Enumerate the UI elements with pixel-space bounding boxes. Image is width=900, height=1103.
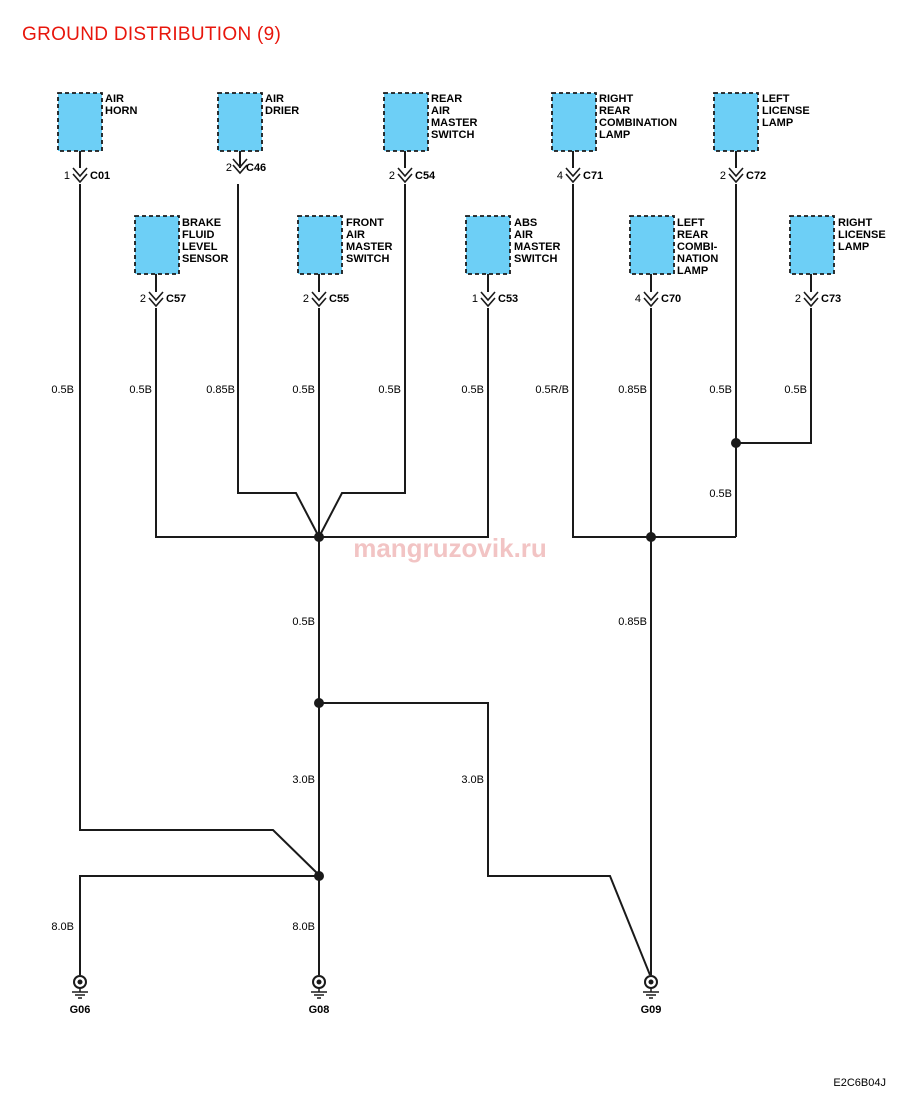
pin-number: 2 bbox=[795, 293, 801, 305]
wires bbox=[79, 184, 812, 976]
connector-icon bbox=[728, 167, 744, 184]
wire-g06 bbox=[79, 875, 319, 975]
wire-label: 0.5B bbox=[51, 384, 74, 396]
wire-label: 3.0B bbox=[461, 774, 484, 786]
ground-label: G06 bbox=[70, 1004, 91, 1016]
ground-label: G08 bbox=[309, 1004, 330, 1016]
wire-label: 0.5B bbox=[129, 384, 152, 396]
connector-id: C53 bbox=[498, 293, 518, 305]
wire-label: 8.0B bbox=[292, 921, 315, 933]
wire-label: 0.5B bbox=[292, 384, 315, 396]
ground-g09: G09 bbox=[641, 975, 662, 1016]
wire-label: 0.5B bbox=[378, 384, 401, 396]
connector-icon bbox=[643, 291, 659, 308]
connector-id: C54 bbox=[415, 170, 436, 182]
wire-c54 bbox=[318, 184, 406, 538]
wire-label: 0.85B bbox=[206, 384, 235, 396]
pin-number: 1 bbox=[64, 170, 70, 182]
wire-label: 0.85B bbox=[618, 384, 647, 396]
ground-g06: G06 bbox=[70, 975, 91, 1016]
wire-c53 bbox=[319, 308, 489, 538]
junction-dot bbox=[731, 438, 741, 448]
connector-symbols bbox=[72, 158, 819, 308]
junction-dot bbox=[314, 532, 324, 542]
connector-icon bbox=[232, 158, 248, 175]
wire-label: 0.5B bbox=[709, 384, 732, 396]
ground-label: G09 bbox=[641, 1004, 662, 1016]
pin-number: 4 bbox=[557, 170, 563, 182]
connector-id: C72 bbox=[746, 170, 766, 182]
connector-icon bbox=[803, 291, 819, 308]
ground-g08: G08 bbox=[309, 975, 330, 1016]
pin-number: 2 bbox=[226, 162, 232, 174]
connector-icon bbox=[480, 291, 496, 308]
junctions bbox=[314, 438, 741, 881]
connector-icon bbox=[311, 291, 327, 308]
wire-c01 bbox=[79, 184, 320, 876]
pin-number: 2 bbox=[303, 293, 309, 305]
connector-id: C71 bbox=[583, 170, 603, 182]
wire-label: 0.5R/B bbox=[535, 384, 569, 396]
connector-id: C01 bbox=[90, 170, 110, 182]
wire-label: 8.0B bbox=[51, 921, 74, 933]
junction-dot bbox=[314, 698, 324, 708]
page-title: GROUND DISTRIBUTION (9) bbox=[22, 24, 282, 45]
wire-label: 0.5B bbox=[461, 384, 484, 396]
connector-id: C73 bbox=[821, 293, 841, 305]
wire-c57 bbox=[155, 308, 319, 538]
wire-c73 bbox=[736, 308, 812, 444]
connector-id: C57 bbox=[166, 293, 186, 305]
wire-label: 0.5B bbox=[709, 488, 732, 500]
connector-icon bbox=[72, 167, 88, 184]
wire-c46 bbox=[237, 184, 320, 538]
pin-number: 4 bbox=[635, 293, 641, 305]
connector-id: C70 bbox=[661, 293, 681, 305]
diagram-code: E2C6B04J bbox=[833, 1077, 886, 1089]
connector-icon bbox=[565, 167, 581, 184]
junction-dot bbox=[314, 871, 324, 881]
wire-c71 bbox=[572, 184, 736, 538]
pin-number: 2 bbox=[720, 170, 726, 182]
wire-label: 0.5B bbox=[292, 616, 315, 628]
pin-number: 2 bbox=[140, 293, 146, 305]
wire-branch-g09 bbox=[319, 702, 651, 976]
wire-label: 0.5B bbox=[784, 384, 807, 396]
junction-dot bbox=[646, 532, 656, 542]
wire-label: 0.85B bbox=[618, 616, 647, 628]
pin-number: 1 bbox=[472, 293, 478, 305]
connector-icon bbox=[148, 291, 164, 308]
connector-id: C46 bbox=[246, 162, 266, 174]
connector-id: C55 bbox=[329, 293, 349, 305]
wire-label: 3.0B bbox=[292, 774, 315, 786]
connector-icon bbox=[397, 167, 413, 184]
pin-number: 2 bbox=[389, 170, 395, 182]
component-leads bbox=[79, 151, 812, 292]
